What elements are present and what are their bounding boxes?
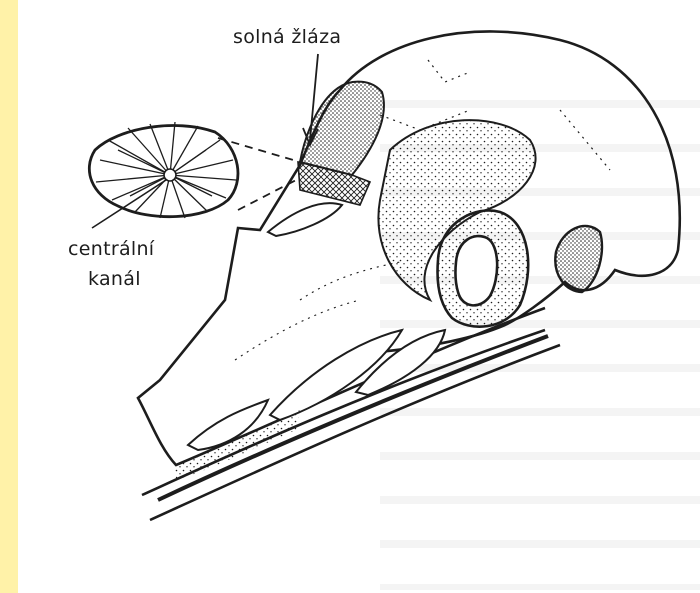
salt-gland-label: solná žláza bbox=[233, 28, 341, 47]
projection-line-lower bbox=[238, 178, 300, 210]
central-canal bbox=[164, 169, 176, 181]
central-canal-label-line2: kanál bbox=[88, 270, 141, 289]
salt-gland bbox=[300, 82, 384, 175]
ear-opening bbox=[555, 226, 602, 292]
central-canal-label-line1: centrální bbox=[68, 240, 154, 259]
orbit-opening bbox=[455, 236, 497, 305]
nasal-opening bbox=[268, 203, 342, 236]
